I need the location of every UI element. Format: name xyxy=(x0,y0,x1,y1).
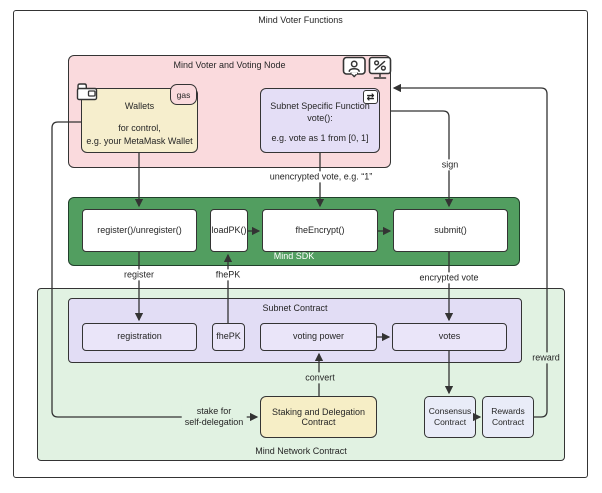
votes-node: votes xyxy=(392,323,507,351)
diagram-title: Mind Voter Functions xyxy=(258,15,343,25)
percent-display-icon xyxy=(368,56,392,79)
registration-node: registration xyxy=(82,323,197,351)
edge-label-unencrypted-vote: unencrypted vote, e.g. “1” xyxy=(266,171,376,183)
subnet-contract-label: Subnet Contract xyxy=(262,303,328,313)
edge-label-convert: convert xyxy=(302,372,338,384)
network-contract-label: Mind Network Contract xyxy=(255,446,347,456)
wallet-icon xyxy=(76,83,98,101)
edge-label-reward: reward xyxy=(529,352,563,364)
fhepk-node: fhePK xyxy=(212,323,245,351)
wallets-desc-1: for control, xyxy=(118,123,161,134)
voting-power-node: voting power xyxy=(260,323,377,351)
staking-delegation-node: Staking and Delegation Contract xyxy=(260,396,377,438)
wallets-desc-2: e.g. your MetaMask Wallet xyxy=(86,136,193,147)
submit-node: submit() xyxy=(393,209,508,252)
rewards-contract-node: Rewards Contract xyxy=(482,396,534,438)
fheencrypt-node: fheEncrypt() xyxy=(262,209,378,252)
mind-sdk-label: Mind SDK xyxy=(273,251,315,261)
subnet-function-title-1: Subnet Specific Function xyxy=(270,101,370,111)
edge-label-fhepk: fhePK xyxy=(212,269,244,281)
user-icon xyxy=(342,56,366,78)
subnet-function-desc: e.g. vote as 1 from [0, 1] xyxy=(271,133,369,144)
gas-badge: gas xyxy=(170,84,197,105)
subnet-function-node: Subnet Specific Function vote(): e.g. vo… xyxy=(260,88,380,153)
register-node: register()/unregister() xyxy=(82,209,197,252)
edge-label-sign: sign xyxy=(438,159,462,171)
voting-node-label: Mind Voter and Voting Node xyxy=(173,60,286,70)
edge-label-encrypted-vote: encrypted vote xyxy=(416,272,482,284)
wallets-title: Wallets xyxy=(124,101,155,111)
loadpk-node: loadPK() xyxy=(210,209,248,252)
swap-arrows-icon: ⇄ xyxy=(363,90,378,104)
consensus-contract-node: Consensus Contract xyxy=(424,396,476,438)
edge-label-register: register xyxy=(120,269,158,281)
subnet-function-title-2: vote(): xyxy=(307,112,333,123)
edge-label-stake: stake for self-delegation xyxy=(181,405,247,429)
